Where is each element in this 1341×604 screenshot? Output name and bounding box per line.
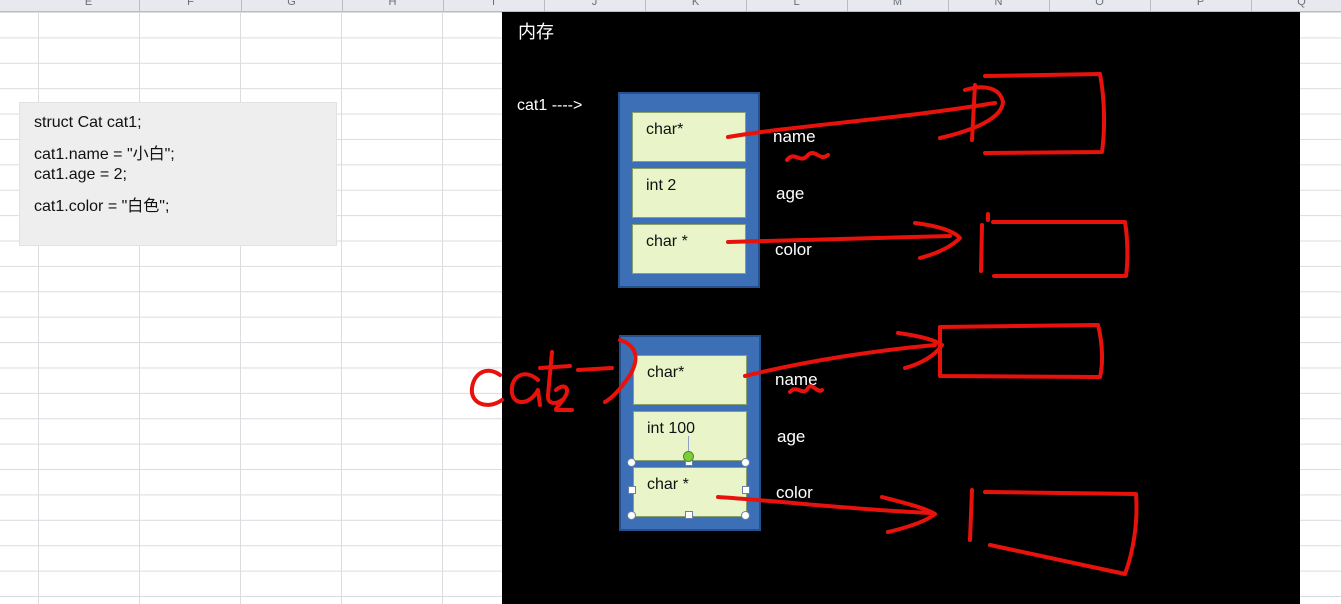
cat1-struct-box[interactable]: char* int 2 char * xyxy=(618,92,760,288)
column-header-o[interactable]: O xyxy=(1049,0,1151,11)
selection-handle[interactable] xyxy=(627,511,636,520)
memory-diagram-panel[interactable]: 内存 cat1 ----> char* int 2 char * name ag… xyxy=(502,12,1300,604)
selection-handle[interactable] xyxy=(685,511,693,519)
cat1-age-label: age xyxy=(776,184,805,203)
column-header-g[interactable]: G xyxy=(241,0,343,11)
cat2-color-label: color xyxy=(776,483,813,502)
selection-handle[interactable] xyxy=(742,486,750,494)
code-line: cat1.color = "白色"; xyxy=(34,198,170,215)
cat1-color-label: color xyxy=(775,240,812,259)
column-header-i[interactable]: I xyxy=(443,0,545,11)
cat2-age-label: age xyxy=(777,427,806,446)
column-header-m[interactable]: M xyxy=(847,0,949,11)
column-header-e[interactable]: E xyxy=(38,0,140,11)
column-header-k[interactable]: K xyxy=(645,0,747,11)
cat1-pointer-label: cat1 ----> xyxy=(517,97,583,114)
column-header-l[interactable]: L xyxy=(746,0,848,11)
column-header-p[interactable]: P xyxy=(1150,0,1252,11)
rotation-stem xyxy=(688,436,689,458)
cat1-color-field[interactable]: char * xyxy=(632,224,746,274)
selection-handle[interactable] xyxy=(741,511,750,520)
cat2-name-field[interactable]: char* xyxy=(633,355,747,405)
selection-handle[interactable] xyxy=(627,458,636,467)
memory-title: 内存 xyxy=(518,22,554,42)
column-header-n[interactable]: N xyxy=(948,0,1050,11)
column-header-f[interactable]: F xyxy=(140,0,242,11)
column-header-h[interactable]: H xyxy=(342,0,444,11)
selection-handle[interactable] xyxy=(628,486,636,494)
code-line: struct Cat cat1; xyxy=(34,114,142,131)
cat1-name-label: name xyxy=(773,127,816,146)
code-text-box[interactable]: struct Cat cat1; cat1.name = "小白"; cat1.… xyxy=(20,103,336,245)
rotation-handle[interactable] xyxy=(683,451,694,462)
selection-handle[interactable] xyxy=(741,458,750,467)
column-header-j[interactable]: J xyxy=(544,0,646,11)
code-line: cat1.age = 2; xyxy=(34,166,127,183)
column-header-q[interactable]: Q xyxy=(1251,0,1341,11)
column-header-bar: E F G H I J K L M N O P Q xyxy=(0,0,1341,12)
code-line: cat1.name = "小白"; xyxy=(34,146,175,163)
cat1-age-field[interactable]: int 2 xyxy=(632,168,746,218)
cat2-name-label: name xyxy=(775,370,818,389)
